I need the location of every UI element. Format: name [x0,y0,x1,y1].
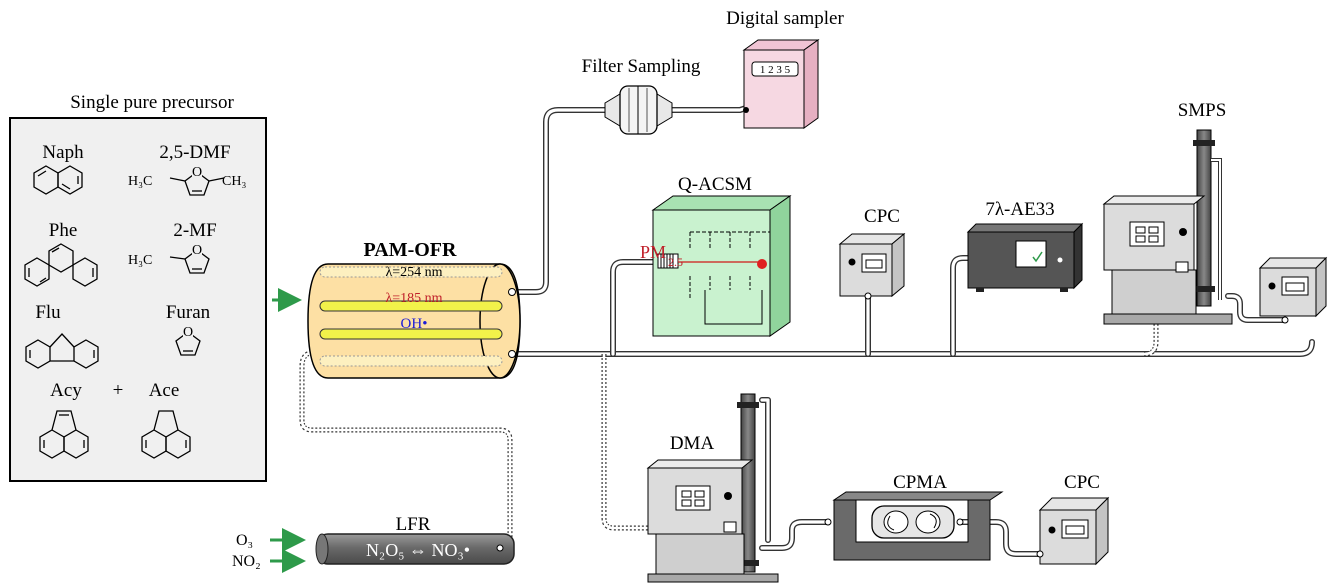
mf-label: 2-MF [173,220,216,241]
smps: SMPS [1102,100,1233,325]
lamp-254-bottom [319,355,503,367]
lfr-title: LFR [396,514,431,535]
cpc-top: CPC [838,206,906,300]
naphthalene-structure [33,165,83,195]
q-acsm: Q-ACSM PM 2.5 [640,174,792,337]
tubing [509,105,1315,557]
phe-label: Phe [49,220,78,241]
precursor-box [9,117,267,482]
plus-sign: + [113,380,124,401]
lamp-254-top [319,266,503,278]
fluorene-structure [25,333,99,369]
cpma-label: CPMA [893,472,947,493]
furan-label: Furan [166,302,211,323]
digital-sampler: Digital sampler 1 2 3 5 [726,8,845,129]
dmf-label: 2,5-DMF [159,142,230,163]
cpc-bottom-label: CPC [1064,472,1100,493]
no2-label: NO₂ [232,553,261,570]
cpc-right [1258,256,1328,324]
pam-ofr-reactor: PAM-OFR λ=254 nm λ=185 nm OH• [307,239,521,379]
flu-label: Flu [35,302,61,323]
lamp-185-label: λ=185 nm [385,291,442,306]
acsm-label: Q-ACSM [678,174,752,195]
lamp-oh [319,328,503,340]
pm-sub: 2.5 [668,255,683,269]
lamp-185 [319,300,503,312]
ae33-label: 7λ-AE33 [985,199,1054,220]
lfr-reactor: LFR N₂O₅ ⇔ NO₃• O₃ NO₂ [232,514,515,573]
dma: DMA [646,393,779,583]
cpc-bottom: CPC [1036,472,1110,566]
sampler-display: 1 2 3 5 [760,64,791,76]
smps-label: SMPS [1178,100,1227,121]
cpc-top-label: CPC [864,206,900,227]
precursor-title: Single pure precursor [70,92,234,113]
precursor-panel: Single pure precursor Naph 2,5-DMF O H₃C… [9,92,267,482]
furan-oxygen: O [183,325,193,340]
mf-ch3: H₃C [128,253,152,268]
oh-label: OH• [401,316,428,332]
lfr-content: N₂O₅ ⇔ NO₃• [366,540,470,560]
pm-label: PM [640,242,666,262]
dmf-oxygen: O [192,165,202,180]
dmf-structure: O H₃C CH₃ [128,164,246,196]
phenanthrene-structure [24,243,98,287]
acenaphthylene-structure [39,410,89,459]
mf-structure: O H₃C [128,242,210,274]
lamp-254-label: λ=254 nm [385,265,442,280]
cpma: CPMA [824,472,1004,561]
filter-sampling: Filter Sampling [582,56,701,135]
filter-label: Filter Sampling [582,56,701,77]
sampler-label: Digital sampler [726,8,844,29]
ace-label: Ace [149,380,180,401]
ae33: 7λ-AE33 [966,199,1084,292]
acy-label: Acy [50,380,82,401]
naph-label: Naph [42,142,84,163]
o3-label: O₃ [236,532,253,549]
dmf-ch3-right: CH₃ [222,174,246,189]
reactor-title: PAM-OFR [364,239,457,261]
dma-label: DMA [670,433,715,454]
dmf-ch3-left: H₃C [128,174,152,189]
furan-structure: O [175,324,201,356]
acenaphthene-structure [141,410,191,459]
mf-oxygen: O [192,243,202,258]
